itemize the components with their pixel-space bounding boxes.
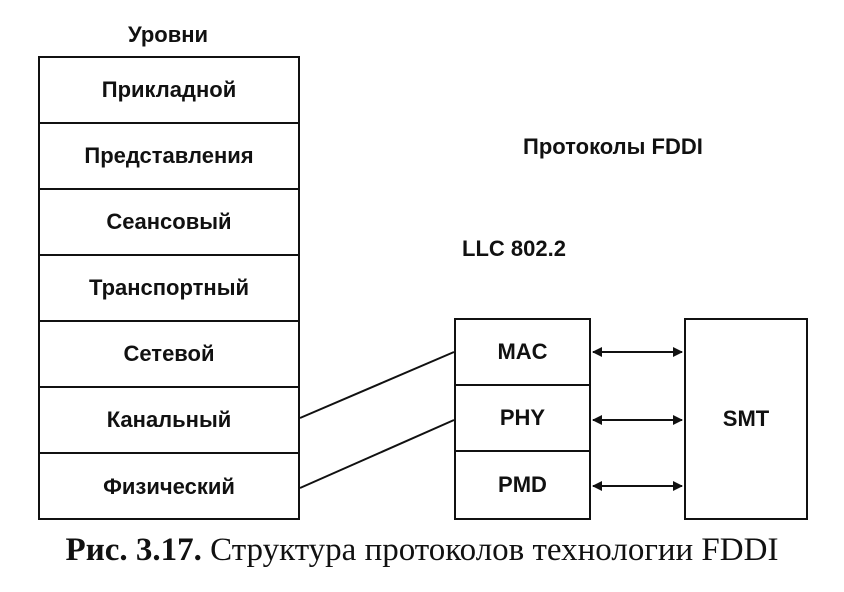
osi-level-stack: Прикладной Представления Сеансовый Транс… [38,56,300,520]
figure-caption: Рис. 3.17. Структура протоколов технолог… [0,532,844,569]
osi-level-network: Сетевой [40,322,298,388]
smt-box: SMT [684,318,808,520]
llc-label: LLC 802.2 [462,236,566,261]
fddi-layer-phy: PHY [456,386,589,452]
physical-to-phy-line [299,419,455,489]
osi-level-physical: Физический [103,474,235,499]
osi-level-datalink: Канальный [40,388,298,454]
osi-level-transport: Транспортный [40,256,298,322]
osi-level-session: Сеансовый [40,190,298,256]
osi-level-application: Прикладной [40,58,298,124]
fddi-layer-pmd: PMD [498,472,547,497]
osi-level-presentation: Представления [40,124,298,190]
datalink-to-mac-line [299,351,455,419]
fddi-layer-stack: MAC PHY PMD [454,318,591,520]
caption-prefix: Рис. 3.17. [65,532,202,568]
levels-title: Уровни [128,22,209,47]
fddi-layer-mac: MAC [456,320,589,386]
protocols-title: Протоколы FDDI [523,134,703,159]
caption-text: Структура протоколов технологии FDDI [201,532,779,568]
